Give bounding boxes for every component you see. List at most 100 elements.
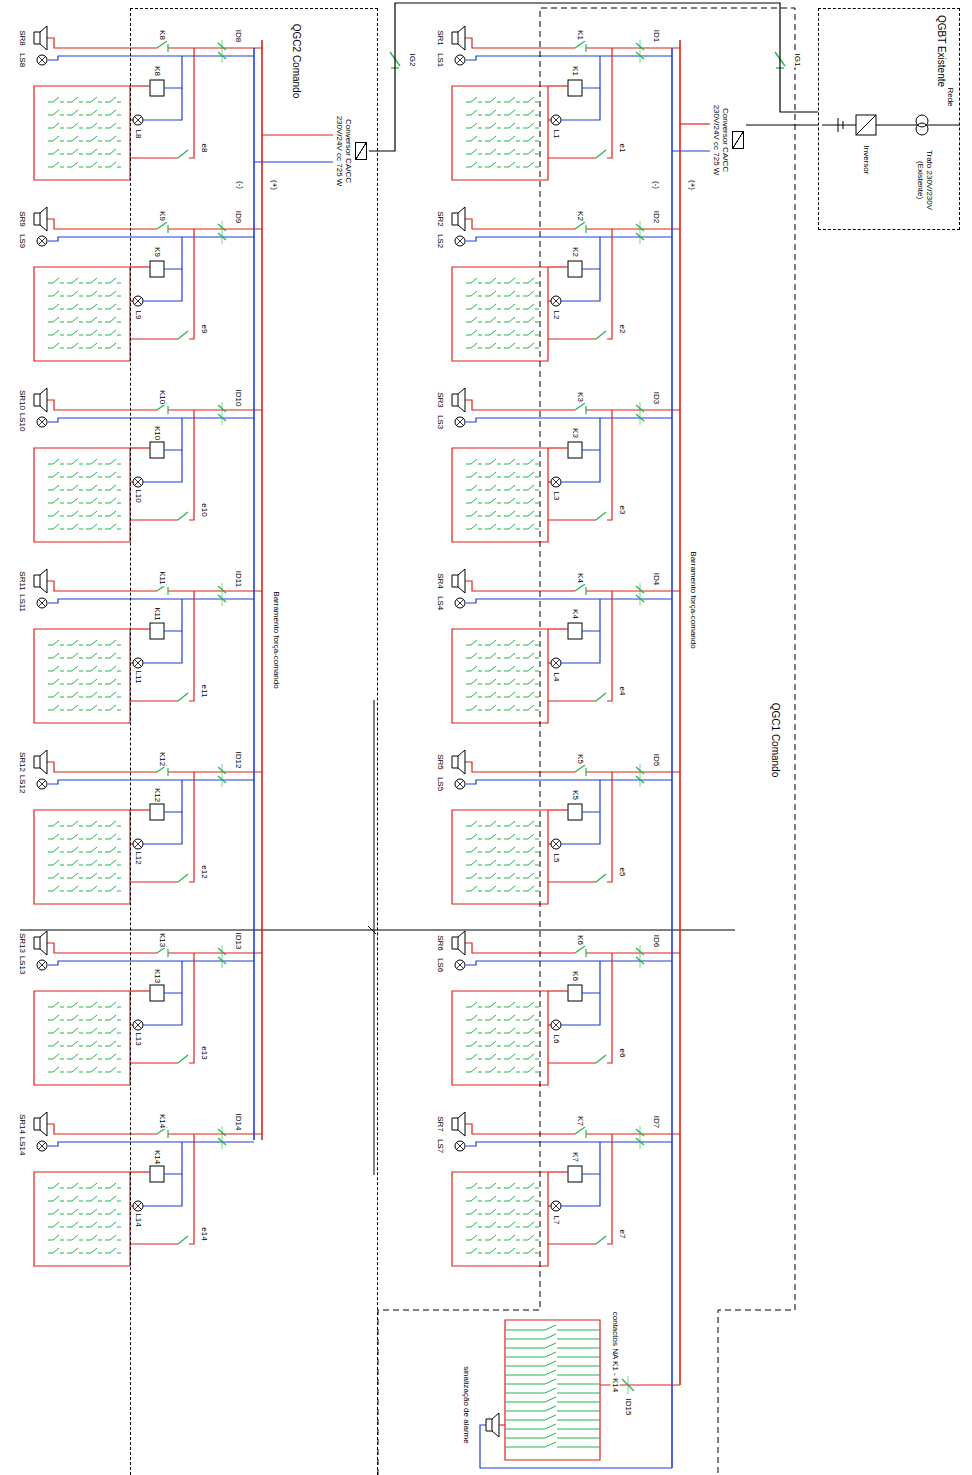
contact-symbol (48, 666, 59, 671)
switch-symbol (178, 331, 188, 339)
contact-symbol (523, 834, 534, 839)
lamp-symbol (39, 962, 46, 969)
contact-symbol (79, 1253, 83, 1254)
contact-symbol (523, 136, 534, 141)
switch-symbol (178, 150, 188, 158)
contact-symbol (98, 490, 102, 491)
lamp-tag: L3 (552, 491, 561, 502)
contact-symbol (79, 1188, 83, 1189)
busbar-positive (261, 40, 263, 1140)
contact-symbol (67, 136, 78, 141)
contact-symbol (478, 115, 482, 116)
lamp-tag: LS9 (18, 233, 27, 249)
contact-symbol (478, 1007, 482, 1008)
siren-symbol (34, 1118, 40, 1130)
contact-symbol (504, 304, 515, 309)
contact-symbol (48, 873, 59, 878)
contact-symbol (478, 852, 482, 853)
siren-symbol (40, 569, 47, 593)
equipment-note: Trafo 230V/230V (Existente) (916, 144, 934, 216)
contact-symbol (48, 705, 59, 710)
contact-symbol (485, 97, 496, 102)
contact-symbol (557, 1393, 600, 1394)
contact-symbol (60, 1007, 64, 1008)
contact-symbol (516, 167, 520, 168)
switch-symbol (596, 693, 606, 701)
contact-symbol (86, 873, 97, 878)
breaker-symbol (222, 221, 223, 244)
contact-symbol (60, 477, 64, 478)
converter-label: Conversor CA/CC 230V/24V cc 725 W (712, 98, 730, 182)
contact-symbol (557, 1375, 600, 1376)
contact-symbol (478, 490, 482, 491)
lamp-symbol (37, 598, 47, 608)
lamp-symbol (135, 1203, 142, 1210)
siren-symbol (452, 32, 458, 44)
lamp-symbol (457, 57, 464, 64)
contact-symbol (117, 710, 121, 711)
contact-symbol (60, 141, 64, 142)
contact-symbol (523, 692, 534, 697)
contact-symbol (79, 1227, 83, 1228)
contact-symbol (98, 658, 102, 659)
red-wire (586, 590, 680, 591)
lamp-symbol (135, 117, 142, 124)
red-wire (130, 881, 178, 882)
contact-symbol (117, 684, 121, 685)
contact-symbol (505, 1447, 545, 1448)
contact-symbol (516, 1201, 520, 1202)
contact-symbol (86, 1015, 97, 1020)
lamp-tag: L13 (134, 1031, 143, 1046)
red-wire (34, 629, 130, 723)
lamp-symbol (553, 1203, 560, 1210)
contact-symbol (485, 162, 496, 167)
contact-symbol (485, 1067, 496, 1072)
red-wire (34, 991, 130, 1085)
contact-tag: K4 (576, 572, 585, 584)
coil-symbol (568, 261, 582, 277)
contact-symbol (98, 1240, 102, 1241)
contact-symbol (523, 110, 534, 115)
siren-symbol (34, 213, 40, 225)
contact-symbol (585, 44, 586, 52)
contact-symbol (86, 860, 97, 865)
blue-wire (254, 161, 333, 162)
contact-symbol (497, 697, 501, 698)
contact-symbol (67, 110, 78, 115)
contact-symbol (105, 162, 116, 167)
contact-symbol (98, 128, 102, 129)
contact-tag: K7 (576, 1115, 585, 1127)
contact-tag: K6 (576, 934, 585, 946)
contact-symbol (67, 886, 78, 891)
contact-symbol (523, 498, 534, 503)
contact-symbol (516, 697, 520, 698)
contact-symbol (67, 821, 78, 826)
contact-symbol (516, 141, 520, 142)
switch-tag: e8 (200, 143, 209, 154)
contact-symbol (535, 1020, 539, 1021)
breaker-tag: IG2 (408, 53, 417, 68)
contact-symbol (485, 705, 496, 710)
breaker-symbol (222, 945, 223, 968)
contact-symbol (98, 464, 102, 465)
contact-symbol (523, 472, 534, 477)
blue-wire (164, 56, 182, 88)
contact-symbol (466, 149, 477, 154)
contact-symbol (497, 839, 501, 840)
contact-symbol (117, 464, 121, 465)
contact-symbol (86, 1054, 97, 1059)
contact-symbol (117, 1201, 121, 1202)
contact-symbol (60, 154, 64, 155)
contact-symbol (497, 1007, 501, 1008)
coil-symbol (150, 623, 164, 639)
contact-symbol (504, 343, 515, 348)
lamp-symbol (553, 841, 560, 848)
siren-symbol (452, 575, 458, 587)
contact-symbol (478, 516, 482, 517)
lamp-tag: L4 (552, 672, 561, 683)
coil-symbol (150, 804, 164, 820)
contact-symbol (478, 503, 482, 504)
red-wire (189, 410, 194, 520)
contact-symbol (86, 653, 97, 658)
contact-symbol (523, 278, 534, 283)
